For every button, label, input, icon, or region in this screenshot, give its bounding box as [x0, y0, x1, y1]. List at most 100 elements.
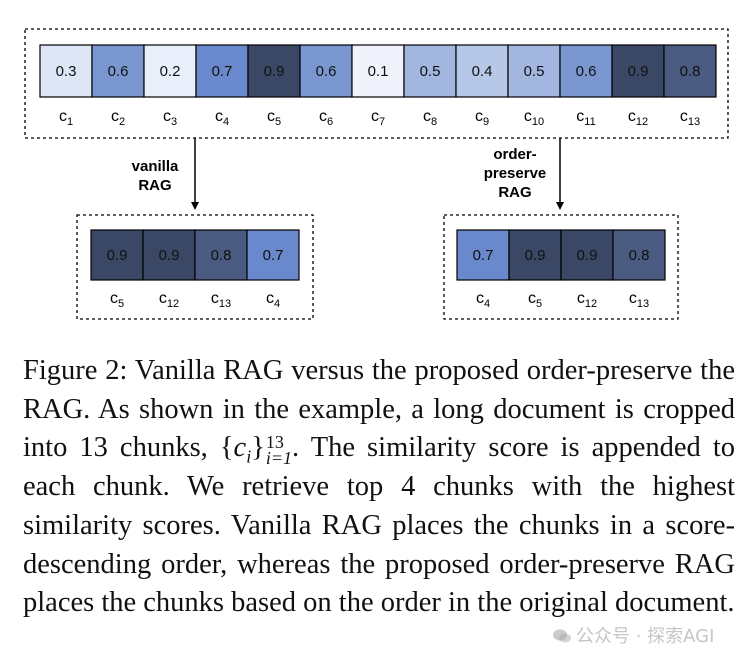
chunk-cell	[403, 44, 457, 98]
caption-text-part1: Figure 2: Vanilla RAG versus the propose…	[23, 355, 735, 464]
chunk-label-index: 5	[275, 116, 281, 128]
chunk-label-letter: c	[524, 108, 532, 125]
chunk-score: 0.9	[628, 63, 649, 80]
chunk-score: 0.1	[368, 63, 389, 80]
chunk-cell	[39, 44, 93, 98]
formula-close-brace: }	[251, 432, 265, 464]
chunk-label-index: 5	[536, 298, 542, 310]
chunk-score: 0.7	[212, 63, 233, 80]
chunk-label-index: 13	[219, 298, 231, 310]
chunk-score: 0.6	[576, 63, 597, 80]
chunk-label: c8	[423, 108, 437, 128]
chunk-label: c7	[371, 108, 385, 128]
chunk-label: c12	[628, 108, 648, 128]
chunk-label-letter: c	[319, 108, 327, 125]
chunk-score: 0.2	[160, 63, 181, 80]
chunk-label-index: 10	[532, 116, 544, 128]
chunk-label-letter: c	[371, 108, 379, 125]
chunk-label-letter: c	[159, 290, 167, 307]
chunk-label-letter: c	[577, 290, 585, 307]
arrow-label-line: vanilla	[132, 158, 179, 175]
formula-index: i	[246, 447, 252, 468]
chunk-label-letter: c	[211, 290, 219, 307]
chunk-cell	[560, 229, 614, 281]
chunk-label-index: 8	[431, 116, 437, 128]
chunk-score: 0.9	[159, 247, 180, 264]
chunk-label: c10	[524, 108, 544, 128]
caption-text-part2: . The sim­ilarity score is appended to e…	[23, 432, 735, 619]
chunk-cell	[559, 44, 613, 98]
chunk-cell	[142, 229, 196, 281]
chunk-score: 0.4	[472, 63, 493, 80]
chunk-score: 0.6	[316, 63, 337, 80]
chunk-cell	[455, 44, 509, 98]
chunk-label: c12	[577, 290, 597, 310]
chunk-label-letter: c	[163, 108, 171, 125]
chunk-label: c13	[680, 108, 700, 128]
vanilla-result-box	[76, 214, 314, 320]
chunk-label-index: 2	[119, 116, 125, 128]
chunk-label: c13	[629, 290, 649, 310]
chunk-label: c11	[576, 108, 595, 128]
chunk-cell	[91, 44, 145, 98]
watermark-text: 公众号 · 探索AGI	[576, 626, 715, 647]
chunk-cell	[194, 229, 248, 281]
chunk-label: c1	[59, 108, 73, 128]
chunk-score: 0.9	[264, 63, 285, 80]
chunk-label-letter: c	[267, 108, 275, 125]
all-chunks-row: 0.3c10.6c20.2c30.7c40.9c50.6c60.1c70.5c8…	[39, 44, 717, 128]
chunk-label: c12	[159, 290, 179, 310]
chunk-label-letter: c	[215, 108, 223, 125]
chunk-score: 0.6	[108, 63, 129, 80]
chunk-score: 0.7	[473, 247, 494, 264]
chunk-label: c6	[319, 108, 333, 128]
chunk-cell	[456, 229, 510, 281]
formula-open-brace: {	[219, 432, 234, 464]
chunk-label-index: 12	[636, 116, 648, 128]
chunk-label-letter: c	[680, 108, 688, 125]
chunk-score: 0.9	[107, 247, 128, 264]
chunk-label: c5	[528, 290, 542, 310]
chunk-cell	[611, 44, 665, 98]
formula-variable: c	[233, 432, 247, 464]
chunk-label-letter: c	[266, 290, 274, 307]
chunk-label-index: 12	[585, 298, 597, 310]
chunk-label: c2	[111, 108, 125, 128]
chunk-score: 0.5	[524, 63, 545, 80]
chunk-score: 0.3	[56, 63, 77, 80]
chunk-label-letter: c	[59, 108, 67, 125]
chunk-score: 0.5	[420, 63, 441, 80]
chunk-label-index: 5	[118, 298, 124, 310]
order-preserve-result-box	[443, 214, 679, 320]
chunk-cell	[663, 44, 717, 98]
all-chunks-box	[24, 28, 729, 139]
chunk-label: c4	[266, 290, 280, 310]
chunk-label-letter: c	[576, 108, 584, 125]
chunk-label-index: 7	[379, 116, 385, 128]
chunk-label: c4	[476, 290, 490, 310]
chunk-label: c13	[211, 290, 231, 310]
chunk-score: 0.7	[263, 247, 284, 264]
chunk-label-letter: c	[475, 108, 483, 125]
chunk-label-letter: c	[628, 108, 636, 125]
chunk-cell	[246, 229, 300, 281]
chunk-cell	[90, 229, 144, 281]
arrow-label-line: preserve	[484, 165, 547, 182]
chunk-label-index: 12	[167, 298, 179, 310]
chunk-label-index: 4	[484, 298, 490, 310]
chunk-score: 0.8	[211, 247, 232, 264]
chunk-label-letter: c	[111, 108, 119, 125]
chunk-cell	[507, 44, 561, 98]
chunk-label: c4	[215, 108, 229, 128]
watermark: 公众号 · 探索AGI	[552, 622, 714, 648]
chunk-cell	[195, 44, 249, 98]
chunk-label-letter: c	[629, 290, 637, 307]
chunk-label-letter: c	[528, 290, 536, 307]
formula-lower-limit: i=1	[265, 447, 293, 468]
chunk-cell	[508, 229, 562, 281]
